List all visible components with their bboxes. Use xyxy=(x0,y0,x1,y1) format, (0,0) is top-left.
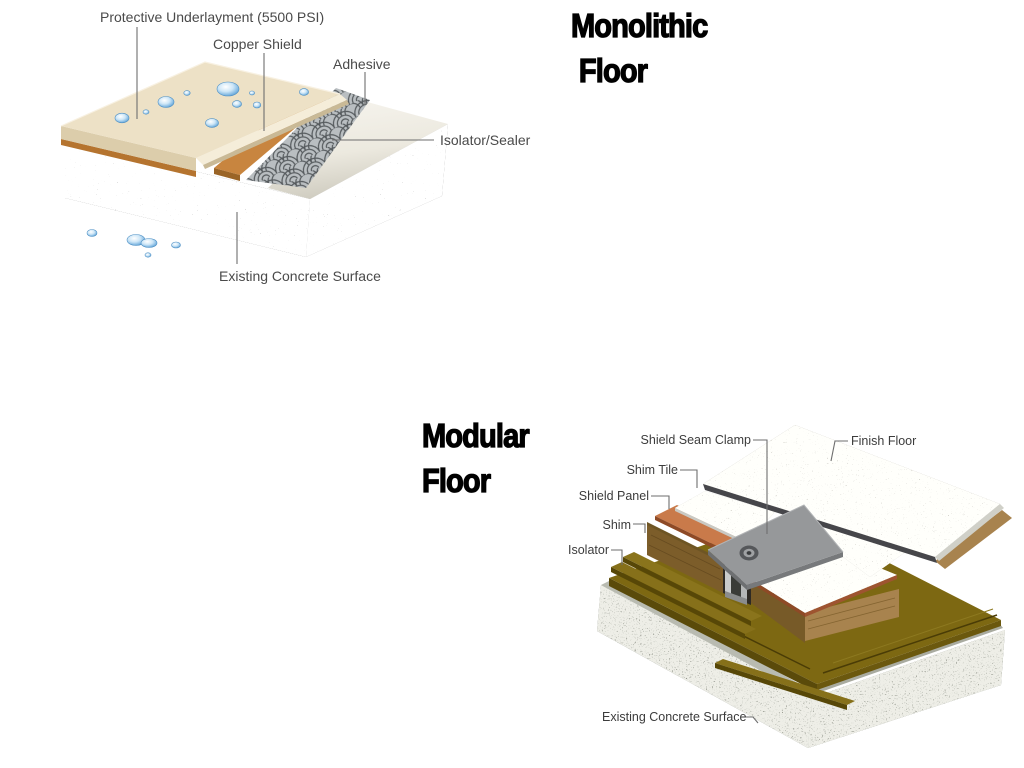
label-existing-concrete: Existing Concrete Surface xyxy=(219,268,381,284)
adhesive-layer xyxy=(246,88,370,188)
isolator-groove xyxy=(822,614,998,674)
label-adhesive: Adhesive xyxy=(333,56,391,72)
monolithic-floor-illustration: Protective Underlayment (5500 PSI) Coppe… xyxy=(60,9,531,284)
pointer-shim xyxy=(633,523,646,533)
clamp-edge-sw xyxy=(708,550,747,590)
isolator-groove-highlight xyxy=(832,608,994,664)
channel-bottom xyxy=(725,591,747,605)
monolithic-floor-diagram: Protective Underlayment (5500 PSI) Coppe… xyxy=(0,0,568,317)
isolator-board xyxy=(623,552,762,621)
water-puddle xyxy=(171,241,181,249)
concrete-right-face xyxy=(808,630,1005,748)
wood-fascia-right xyxy=(935,510,1012,569)
monolithic-floor-title: Monolithic Floor xyxy=(570,3,708,93)
isolator-board-edge xyxy=(623,557,751,626)
shim-tile-left-band xyxy=(675,491,775,542)
water-droplet xyxy=(114,112,130,124)
title-line: Monolithic xyxy=(570,6,708,44)
pointer-seam-clamp xyxy=(753,439,768,534)
clamp-edge-se xyxy=(747,552,843,590)
monolithic-pointer-lines xyxy=(136,27,434,264)
shim-right-block-face-se xyxy=(805,589,899,641)
existing-concrete-base xyxy=(597,585,1005,748)
clamp-highlight xyxy=(707,504,844,553)
isolator-board-edge xyxy=(611,567,745,639)
label-protective-underlayment: Protective Underlayment (5500 PSI) xyxy=(100,9,324,25)
modular-floor-diagram: Shield Seam Clamp Finish Floor Shim Tile… xyxy=(565,417,1024,757)
label-shield-panel: Shield Panel xyxy=(579,489,649,503)
isolator-front-fascia xyxy=(609,578,817,692)
modular-pointer-lines xyxy=(611,439,848,724)
shim-tile-left-edge xyxy=(675,508,747,545)
concrete-left-face xyxy=(65,140,310,257)
label-shim-tile: Shim Tile xyxy=(627,463,678,477)
protective-underlayment-slab xyxy=(60,61,349,177)
pointer-shield-panel xyxy=(651,495,670,509)
wood-grain xyxy=(807,597,896,630)
title-line: Floor xyxy=(421,461,491,499)
concrete-right-face xyxy=(306,124,448,257)
copper-edge-under-slab xyxy=(61,139,196,177)
water-droplets xyxy=(114,81,309,128)
concrete-front-face xyxy=(597,585,812,748)
water-puddle xyxy=(140,238,158,248)
label-isolator: Isolator xyxy=(568,543,609,557)
water-droplet xyxy=(299,88,309,96)
isolator-board-edge xyxy=(715,663,847,710)
water-droplet xyxy=(252,101,262,109)
water-droplet xyxy=(183,90,191,96)
slab-bevel-shadow xyxy=(203,100,349,169)
wood-grain xyxy=(648,534,722,581)
isolator-right-fascia xyxy=(817,620,1001,690)
water-droplet xyxy=(216,81,240,97)
shield-panel-left-edge xyxy=(655,516,725,554)
label-finish-floor: Finish Floor xyxy=(851,434,916,448)
water-droplet xyxy=(157,96,175,108)
slab-front-face xyxy=(61,126,196,171)
isolator-board xyxy=(715,659,855,705)
water-droplet xyxy=(232,100,242,108)
label-isolator-sealer: Isolator/Sealer xyxy=(440,132,531,148)
water-droplet xyxy=(249,90,255,96)
pointer-finish-floor xyxy=(830,440,848,462)
title-line: Modular xyxy=(421,416,530,454)
existing-concrete-block xyxy=(65,124,448,257)
slab-top-face xyxy=(61,62,340,158)
water-droplet xyxy=(205,118,219,128)
water-puddle xyxy=(86,229,98,237)
slab-top-highlight xyxy=(60,61,341,127)
pointer-isolator xyxy=(611,549,623,565)
isolator-board xyxy=(611,562,756,634)
water-droplet xyxy=(142,109,150,115)
shield-panel-left-band xyxy=(655,505,747,550)
label-seam-clamp: Shield Seam Clamp xyxy=(641,433,752,447)
pointer-concrete xyxy=(741,716,759,724)
label-existing-concrete: Existing Concrete Surface xyxy=(602,710,747,724)
modular-floor-illustration: Shield Seam Clamp Finish Floor Shim Tile… xyxy=(568,425,1012,748)
pointer-shim-tile xyxy=(680,469,698,488)
shield-panel-edge-se xyxy=(805,575,897,617)
water-puddles xyxy=(86,229,181,258)
finish-floor-side-edge xyxy=(935,504,1004,561)
label-shim: Shim xyxy=(603,518,631,532)
modular-floor-title: Modular Floor xyxy=(421,413,530,503)
finish-floor-top xyxy=(703,425,1000,557)
copper-end-face xyxy=(214,168,240,181)
shield-seam-clamp xyxy=(707,504,844,590)
slab-bevel-edge xyxy=(196,94,347,165)
water-puddle xyxy=(144,252,152,258)
label-copper-shield: Copper Shield xyxy=(213,36,302,52)
clamp-plate-top xyxy=(708,505,843,585)
title-line: Floor xyxy=(578,51,648,89)
clamp-screw xyxy=(739,545,759,561)
